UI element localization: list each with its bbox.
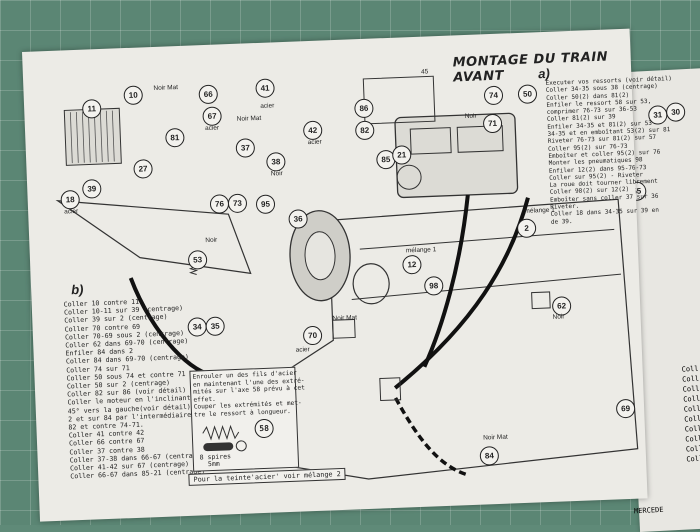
page2-text: Coll [685,444,700,454]
page2-text: Coll [684,414,700,424]
finish-label: Noir Mat [236,114,262,123]
bracket-70 [379,377,402,402]
instruction-page: MONTAGE DU TRAIN AVANT a) b) Executer vo… [22,28,672,522]
finish-label: Noir Mat [153,84,179,92]
page2-text: Coll [685,434,700,444]
finish-label: Noir [552,313,565,321]
finish-label: acier [295,346,310,354]
spring-detail-box: Enrouler un des fils d'acier en maintena… [189,366,305,472]
spring-drawing [203,440,247,452]
page2-text: Coll [683,404,700,414]
engine-detail [409,127,452,155]
finish-label: Noir Mat [483,433,508,442]
angle-label: 45 [420,68,429,76]
radiator-fins [69,110,115,164]
page2-text: Coll [681,364,699,374]
section-b-label: b) [70,281,84,298]
finish-label: acier [204,124,220,133]
finish-label: Noir [464,112,477,121]
engine-detail [456,125,504,153]
spring-drawing [202,424,240,441]
page2-text: Coll [684,424,700,434]
page2-footer: MERCEDE [633,505,664,516]
part-circle: 58 [254,418,274,439]
guide-line [422,194,470,368]
page2-text: Coll [683,394,700,404]
axle-frame [55,199,252,275]
finish-label: acier [307,138,322,147]
instructions-a: Executer vos ressorts (voir détail) Coll… [545,75,672,226]
finish-label: Noir [270,170,283,178]
tire-hub [304,231,336,281]
finish-label: acier [64,207,79,216]
bracket-62 [531,291,551,310]
wheel-rim [352,263,390,305]
guide-line-dashed [394,397,470,477]
bracket-82 [332,318,356,339]
finish-label: acier [260,102,275,110]
instructions-b: Coller 10 contre 11 Coller 10-11 sur 39 … [64,296,207,481]
dimension-label: 5mm [207,459,220,469]
page2-text: Coll [681,374,700,384]
engine-pulley [396,164,422,190]
page2-text: Coll [682,384,700,394]
finish-label: mélange 1 [524,206,555,215]
chassis-rail [359,228,615,250]
guide-line [393,197,530,390]
page2-text: Coll [686,454,700,464]
finish-label: Noir [205,236,218,245]
finish-label: mélange 1 [405,246,437,255]
finish-label: Noir Mat [332,314,358,323]
part-circle: 30 [665,102,686,123]
assembly-illustration [55,75,639,480]
